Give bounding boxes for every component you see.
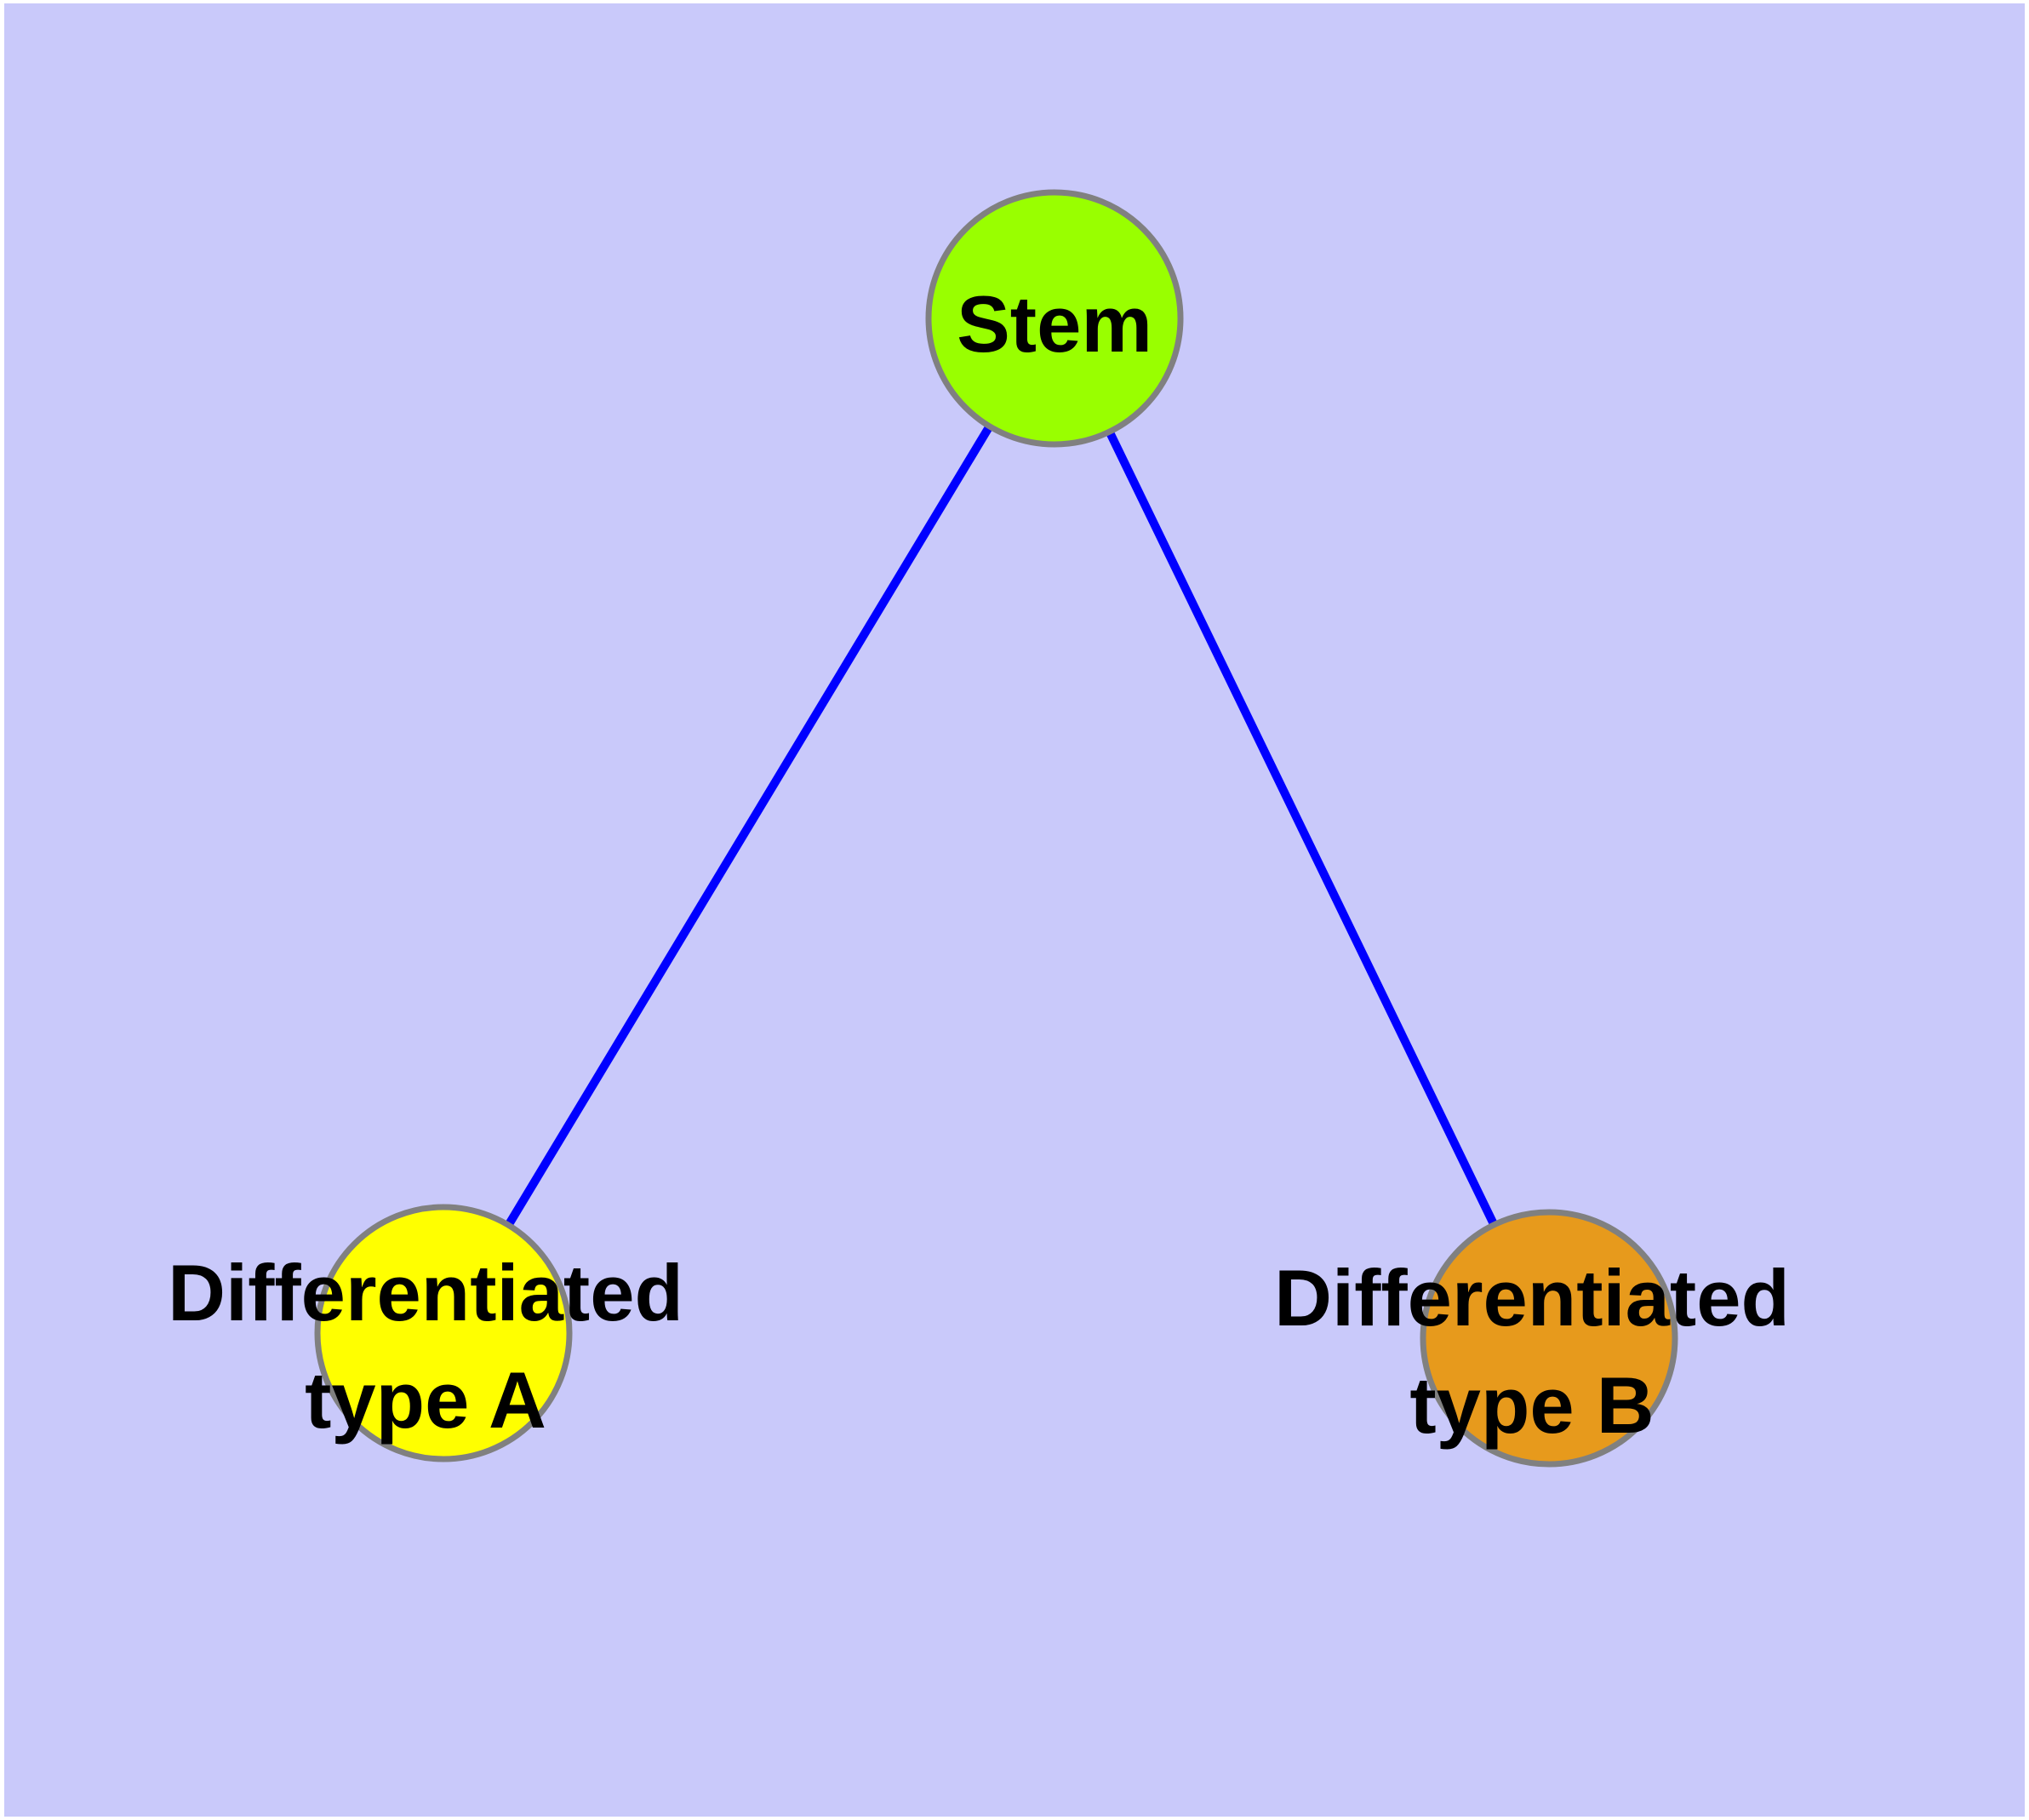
node-label-diff-a-line1: Differentiated <box>168 1248 683 1337</box>
edge-stem-diff-b <box>1050 316 1553 1341</box>
node-label-stem-line1: Stem <box>957 279 1152 369</box>
node-label-diff-a-line2: type A <box>305 1355 546 1445</box>
node-diff-b <box>1420 1209 1678 1468</box>
edge-stem-diff-a <box>439 316 1059 1336</box>
node-stem <box>925 189 1184 448</box>
node-label-diff-b-line2: type B <box>1409 1360 1654 1450</box>
node-diff-a <box>314 1204 573 1462</box>
node-label-diff-b-line1: Differentiated <box>1274 1253 1790 1342</box>
